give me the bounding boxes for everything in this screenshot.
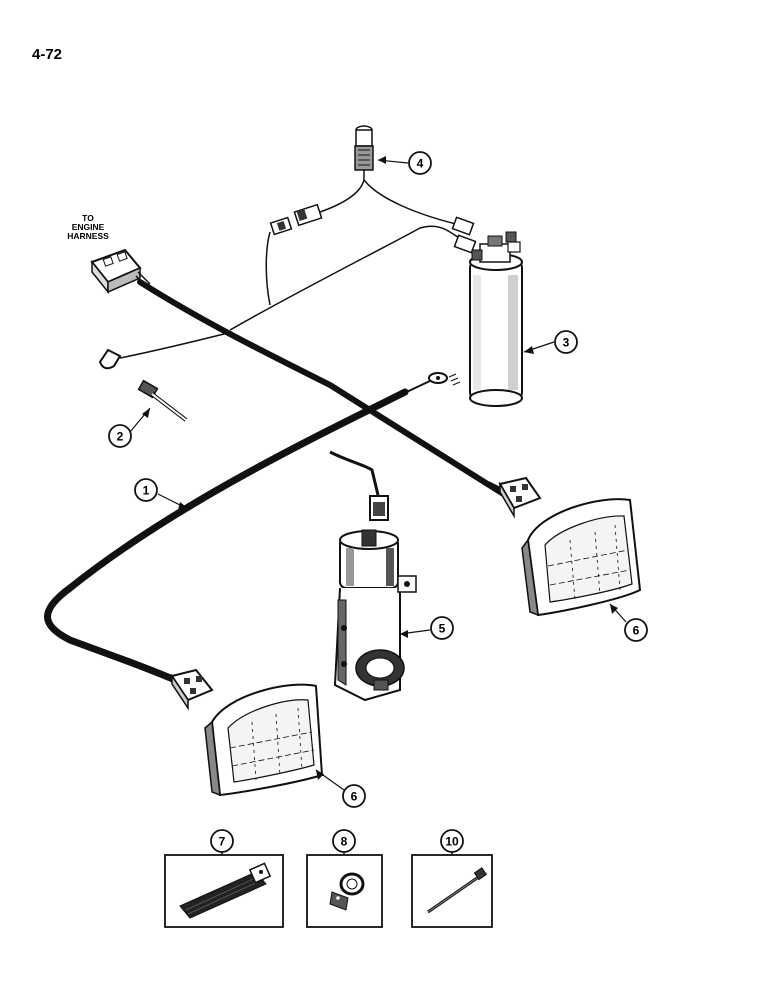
main-harness: [137, 279, 508, 498]
label-line-to: TO: [82, 213, 94, 223]
callout-6-left-text: 6: [351, 790, 358, 804]
callout-3: 3: [554, 330, 578, 354]
label-line-engine: ENGINE: [71, 222, 105, 232]
label-line-harness: HARNESS: [67, 231, 109, 241]
leader-arrows: [142, 156, 618, 780]
horn-branch-wire: [329, 450, 380, 496]
callout-3-text: 3: [563, 336, 570, 350]
pressure-switch-4: [269, 125, 477, 254]
drier-wire: [229, 225, 463, 331]
callout-1: 1: [134, 478, 158, 502]
receiver-drier-3: [469, 231, 523, 407]
sender-wire: [119, 331, 233, 359]
harness-1: [44, 388, 409, 684]
accessory-8: 8: [306, 829, 383, 928]
headlight-6-left: [204, 683, 324, 797]
callout-6-right: 6: [624, 618, 648, 642]
accessory-10-box: [411, 854, 493, 928]
callout-5-text: 5: [439, 622, 446, 636]
switch-plug-left: [269, 203, 323, 236]
left-headlight-connector: [170, 668, 214, 711]
horn-5: [333, 529, 417, 702]
clamp-icon: [329, 872, 365, 911]
right-headlight-connector: [486, 476, 542, 519]
callout-8-text: 8: [341, 835, 348, 849]
callout-6-right-text: 6: [633, 624, 640, 638]
callout-1-text: 1: [143, 484, 150, 498]
ground-wire: [379, 379, 433, 406]
page-number: 4-72: [32, 46, 63, 63]
accessory-7: 7: [164, 829, 284, 928]
switch-plug-right: [451, 216, 477, 254]
sender-2: [98, 348, 188, 422]
headlight-6-right: [521, 498, 642, 617]
strap-icon: [179, 862, 272, 919]
callout-4: 4: [408, 151, 432, 175]
callout-6-left: 6: [342, 784, 366, 808]
callout-2-text: 2: [117, 430, 124, 444]
engine-harness-connector: [90, 248, 151, 295]
horn-connector: [369, 495, 389, 521]
accessory-8-box: [306, 854, 383, 928]
callout-2: 2: [108, 424, 132, 448]
cable-tie-icon: [427, 867, 488, 914]
callout-7-text: 7: [219, 835, 226, 849]
to-engine-harness-label: TO ENGINE HARNESS: [52, 214, 124, 241]
callout-5: 5: [430, 616, 454, 640]
accessory-10: 10: [411, 829, 493, 928]
callout-4-text: 4: [417, 157, 424, 171]
callout-10-text: 10: [445, 835, 459, 849]
switch-branch-wire: [265, 231, 271, 306]
ground-eyelet: [428, 372, 461, 386]
drier-fitting: [471, 231, 521, 263]
